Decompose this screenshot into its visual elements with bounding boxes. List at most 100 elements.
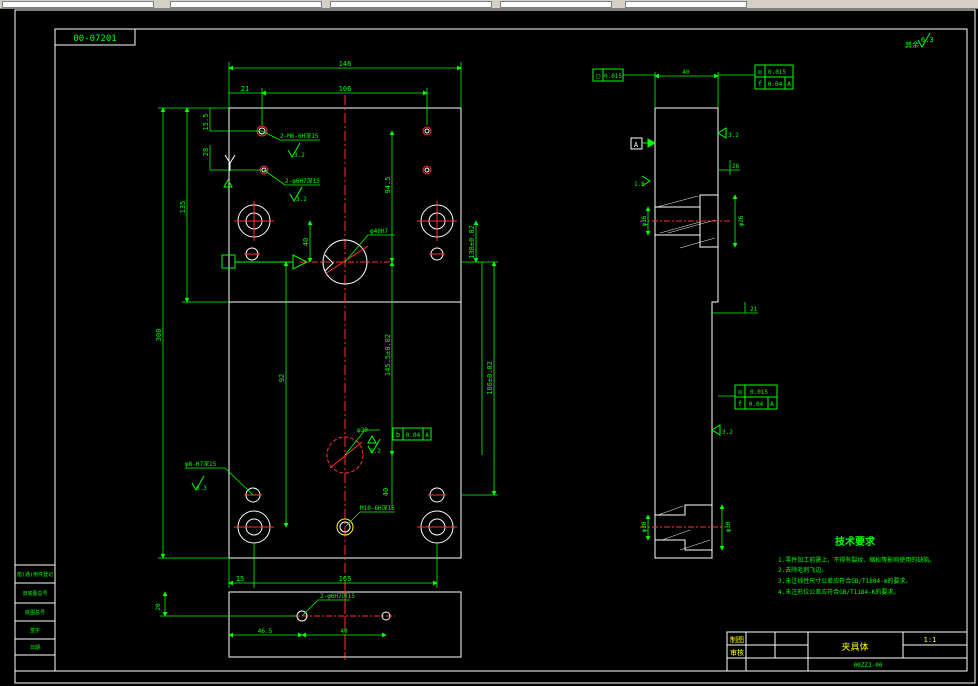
dim-hole-small-2: 40 (382, 488, 390, 496)
dim-height-total: 300 (155, 329, 163, 342)
side-dim-cbore1: φ20 (641, 521, 648, 532)
toolbar-field-1[interactable] (2, 1, 154, 8)
tolerance-frame-b: b 0.04 A (392, 427, 432, 441)
dim-center-vertical: 94.5 (384, 177, 392, 194)
side-dim-groove: 21 (750, 306, 758, 313)
svg-text:0.04: 0.04 (406, 432, 421, 439)
tech-req-item: 3.未注线性尺寸公差应符合GB/T1804-m的要求。 (778, 577, 911, 585)
title-label-drawn: 制图 (730, 635, 744, 644)
dowel-hole (422, 165, 432, 175)
left-strip: 借(通)用件登记 旧底图总号 底图总号 签字 日期 (14, 564, 56, 672)
svg-text:□: □ (596, 72, 600, 80)
roughness-r2: 3.2 (296, 196, 307, 203)
bottom-callout: 2-φ6H7深15 (320, 592, 355, 600)
title-label-checked: 审核 (730, 648, 744, 657)
side-view: 40 26 21 φ16 φ26 φ20 φ30 □ 0.015 ◎ 0.015… (592, 64, 794, 559)
dim-height-mid: 92 (278, 374, 286, 382)
title-code: 00ZZJ-00 (854, 662, 883, 669)
dim-offset-small: 28 (202, 148, 210, 156)
side-dim-thickness: 40 (682, 69, 690, 76)
left-strip-item: 底图总号 (25, 609, 45, 616)
title-block: 制图 审核 夹具体 1:1 00ZZJ-00 (726, 631, 968, 672)
side-dim-bore-large: φ26 (738, 215, 745, 226)
callout-main-bore: φ40H7 (370, 228, 388, 235)
dim-center-right1: 145.5±0.02 (384, 334, 392, 376)
counterbore-hole (417, 201, 457, 241)
svg-text:0.015: 0.015 (768, 69, 786, 76)
dim-left-offset: 21 (241, 85, 249, 93)
left-strip-item: 签字 (30, 627, 40, 634)
tech-req-item: 2.去除毛刺飞边。 (778, 566, 827, 574)
counterbore-hole (417, 510, 457, 544)
tech-req-item: 1.零件加工前需上，不得有裂纹、缩松等影响使用的缺陷。 (778, 556, 935, 564)
svg-text:0.04: 0.04 (749, 401, 764, 408)
bottom-dim-height: 20 (155, 603, 162, 611)
dim-center-right2: 138±0.02 (468, 225, 476, 259)
side-bore-lower (640, 504, 725, 551)
bottom-view: 20 2-φ6H7深15 46.5 40 (155, 585, 462, 660)
title-part-name: 夹具体 (841, 641, 868, 653)
dim-bottom-left: 15 (236, 575, 244, 583)
side-dim-bore-small: φ16 (641, 215, 648, 226)
lower-bore (326, 436, 364, 474)
dim-center-right3: 186±0.02 (486, 361, 494, 395)
small-hole (244, 247, 260, 261)
side-bore-upper (640, 194, 730, 249)
roughness-r1: 3.2 (294, 152, 305, 159)
threaded-hole (336, 518, 354, 536)
svg-text:0.015: 0.015 (750, 389, 768, 396)
dim-height-upper: 135 (179, 201, 187, 214)
small-hole (428, 487, 446, 503)
left-strip-item: 借(通)用件登记 (17, 571, 53, 578)
dim-overall-width: 146 (339, 60, 352, 68)
tech-req-title: 技术要求 (835, 535, 876, 548)
roughness-r3: 3.2 (370, 448, 381, 455)
tapped-hole (422, 126, 432, 136)
svg-text:A: A (425, 432, 429, 439)
toolbar-field-3[interactable] (330, 1, 492, 8)
svg-text:0.04: 0.04 (768, 81, 783, 88)
callout-tapped-holes: 2-M6-6H深15 (280, 132, 319, 140)
callout-dowel-holes: 2-φ6H7深15 (285, 177, 320, 185)
app-toolbar-strip (0, 0, 978, 9)
toolbar-field-4[interactable] (500, 1, 612, 8)
side-tolerance-mid: ◎ 0.015 f 0.04 A (734, 384, 778, 410)
svg-text:b: b (396, 431, 400, 439)
side-roughness-r1: 3.2 (728, 132, 739, 139)
tech-req-item: 4.未注形位公差应符合GB/T1184-K的要求。 (778, 588, 899, 596)
tech-requirements: 技术要求 1.零件加工前需上，不得有裂纹、缩松等影响使用的缺陷。 2.去除毛刺飞… (778, 535, 935, 596)
dim-hole-span: 106 (339, 85, 352, 93)
counterbore-hole (234, 510, 274, 544)
side-tolerance-top-right: ◎ 0.015 f 0.04 A (754, 64, 794, 90)
callout-bottom-left-holes: φ8-H7深15 (185, 460, 217, 468)
toolbar-field-2[interactable] (170, 1, 322, 8)
svg-text:f: f (758, 80, 762, 88)
callout-lower-bore: φ30 (357, 427, 368, 434)
side-roughness-r3: 3.2 (722, 429, 733, 436)
svg-text:A: A (770, 401, 774, 408)
counterbore-hole (234, 201, 274, 241)
small-hole (429, 247, 445, 261)
svg-text:◎: ◎ (758, 68, 763, 76)
dim-top-offset: 15.5 (202, 114, 210, 131)
dim-hole-small: 40 (302, 238, 310, 246)
svg-text:A: A (787, 81, 791, 88)
roughness-r4: 6.3 (196, 485, 207, 492)
drawing-tag: 00-07201 (54, 28, 136, 46)
sheet-border (14, 9, 976, 684)
side-dim-cbore2: φ30 (725, 521, 732, 532)
side-datum-a: A (630, 137, 657, 150)
title-scale: 1:1 (924, 636, 937, 644)
toolbar-field-5[interactable] (625, 1, 747, 8)
bottom-dim-d1: 46.5 (258, 628, 273, 635)
roughness-default-value: 6.3 (921, 36, 934, 44)
roughness-suffix-text: 其余 (905, 40, 919, 49)
svg-text:◎: ◎ (738, 388, 743, 396)
side-roughness-r2: 1.6 (634, 181, 645, 188)
drawing-tag-text: 00-07201 (73, 34, 116, 44)
callout-bottom-center-holes: M10-6H深15 (360, 504, 395, 512)
left-strip-item: 旧底图总号 (22, 590, 47, 597)
left-strip-item: 日期 (30, 645, 40, 651)
side-tolerance-top-left: □ 0.015 (592, 68, 624, 82)
